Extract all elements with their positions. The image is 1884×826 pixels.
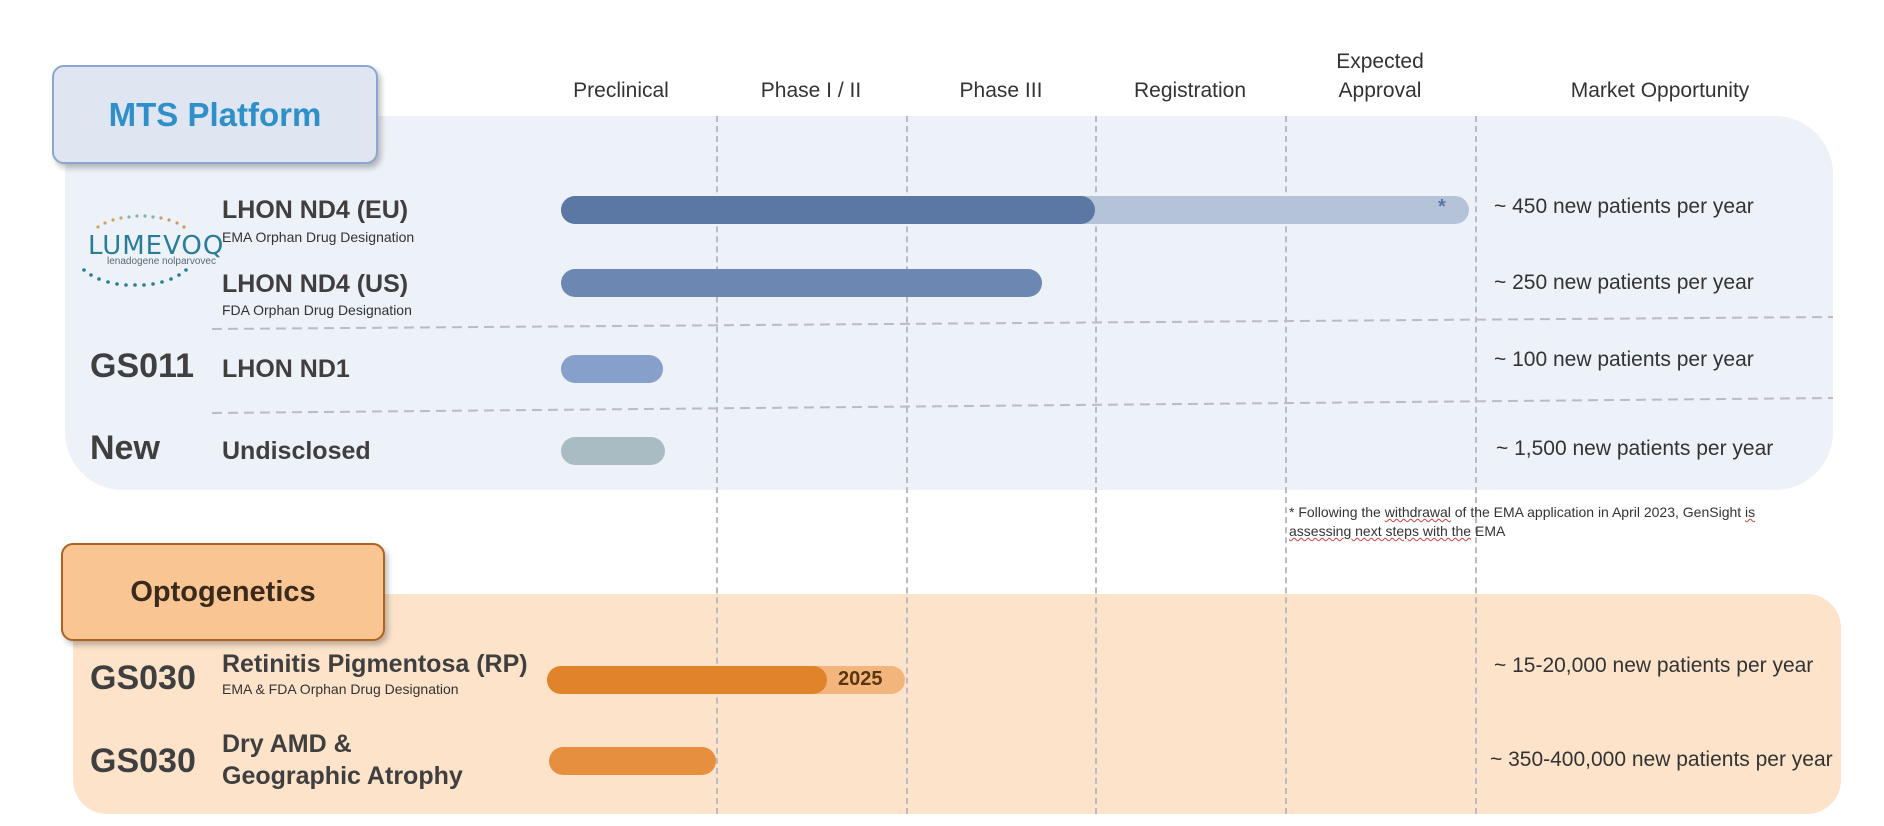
program-designation-lhon-nd4-eu: EMA Orphan Drug Designation <box>222 229 415 245</box>
bar-undisclosed <box>561 437 665 465</box>
market-lhon-nd4-us: ~ 250 new patients per year <box>1494 271 1754 294</box>
phase-divider-3 <box>1095 116 1097 814</box>
mts-platform-title: MTS Platform <box>108 95 322 133</box>
program-designation-rp: EMA & FDA Orphan Drug Designation <box>222 681 459 697</box>
program-name-retinitis-pigmentosa: Retinitis Pigmentosa (RP) <box>222 650 528 678</box>
program-name-dry-amd: Dry AMD & Geographic Atrophy <box>222 728 463 792</box>
asterisk-marker: * <box>1438 196 1446 218</box>
bar-dry-amd <box>549 747 716 775</box>
program-code-gs011: GS011 <box>90 347 194 385</box>
col-header-phase-1-2: Phase I / II <box>760 79 862 102</box>
col-header-expected-line2: Approval <box>1338 79 1422 102</box>
program-name-undisclosed: Undisclosed <box>222 437 371 465</box>
program-name-lhon-nd4-eu: LHON ND4 (EU) <box>222 196 409 224</box>
market-dry-amd: ~ 350-400,000 new patients per year <box>1490 748 1833 771</box>
market-undisclosed: ~ 1,500 new patients per year <box>1496 437 1774 460</box>
program-name-lhon-nd1: LHON ND1 <box>222 355 350 383</box>
bar-lhon-nd4-us <box>561 269 1042 297</box>
bar-lhon-nd1 <box>561 355 663 383</box>
bar-rp-progress <box>547 666 827 694</box>
col-header-registration: Registration <box>1133 79 1247 102</box>
phase-divider-2 <box>906 116 908 814</box>
col-header-preclinical: Preclinical <box>573 79 669 102</box>
program-name-dry-amd-line1: Dry AMD & <box>222 730 352 758</box>
separator-mts-row-1 <box>211 316 1834 330</box>
lumevoq-logo-dots <box>82 214 188 287</box>
col-header-phase-3: Phase III <box>959 79 1043 102</box>
separator-mts-row-2 <box>211 397 1834 414</box>
col-header-expected-approval: Expected Approval <box>1285 47 1475 105</box>
market-lhon-nd4-eu: ~ 450 new patients per year <box>1494 195 1754 218</box>
mts-platform-panel <box>65 116 1833 490</box>
phase-divider-1 <box>716 116 718 814</box>
phase-divider-4 <box>1285 116 1287 814</box>
footnote-ema-withdrawal: * Following the withdrawal of the EMA ap… <box>1289 504 1756 539</box>
program-code-new: New <box>90 429 160 467</box>
rp-milestone-label: 2025 <box>838 668 883 690</box>
program-code-gs030-amd: GS030 <box>90 742 196 780</box>
mts-platform-badge: MTS Platform <box>52 65 378 164</box>
market-rp: ~ 15-20,000 new patients per year <box>1494 654 1814 677</box>
optogenetics-title: Optogenetics <box>130 575 316 608</box>
market-lhon-nd1: ~ 100 new patients per year <box>1494 348 1754 371</box>
program-name-dry-amd-line2: Geographic Atrophy <box>222 762 463 790</box>
col-header-expected-line1: Expected <box>1336 50 1424 73</box>
col-header-market-opportunity: Market Opportunity <box>1570 79 1750 102</box>
lumevoq-logo-wordmark: LUMEVOQ <box>88 231 225 261</box>
phase-divider-5 <box>1475 116 1477 814</box>
program-code-gs030-rp: GS030 <box>90 659 196 697</box>
lumevoq-logo-subtitle: lenadogene nolparvovec <box>107 256 216 267</box>
optogenetics-badge: Optogenetics <box>61 543 385 641</box>
bar-lhon-nd4-eu-progress <box>561 196 1095 224</box>
program-name-lhon-nd4-us: LHON ND4 (US) <box>222 270 409 298</box>
program-designation-lhon-nd4-us: FDA Orphan Drug Designation <box>222 302 412 318</box>
